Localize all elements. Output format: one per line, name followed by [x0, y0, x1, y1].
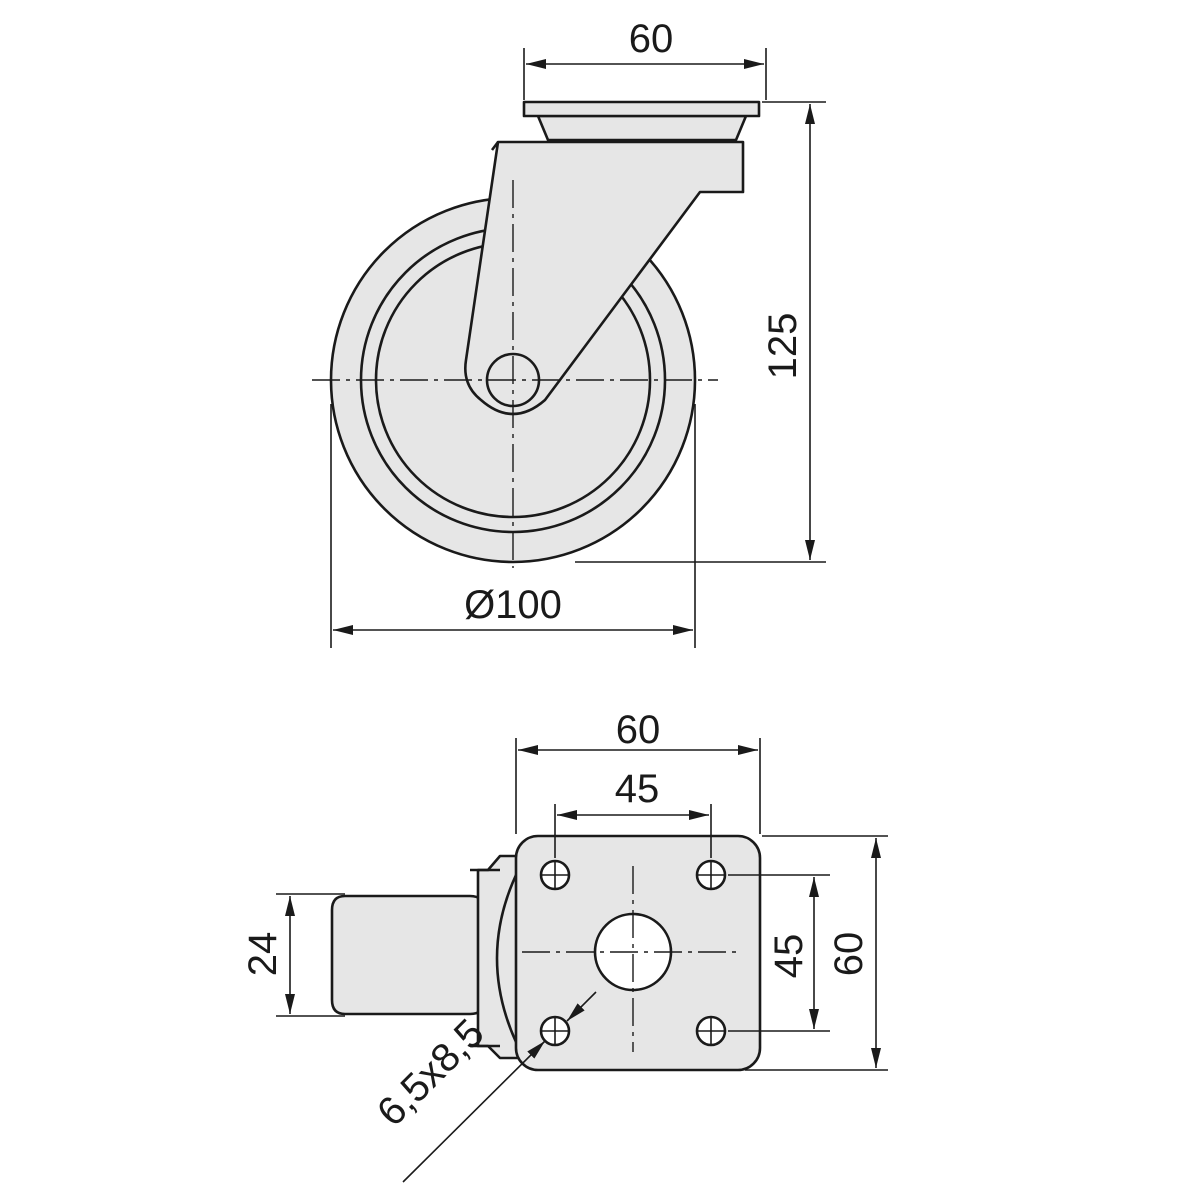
dimension-leader-hole-size-tail [566, 991, 597, 1022]
dimension-leader-hole-size [402, 1040, 546, 1183]
dimension-label-plate-width: 60 [616, 708, 661, 752]
wheel-top [330, 894, 488, 1016]
dimension-label-diameter: Ø100 [464, 583, 562, 627]
fork-curve [495, 874, 518, 1043]
screw-hole [695, 859, 727, 891]
fork-side [476, 854, 522, 1060]
screw-hole [539, 1015, 571, 1047]
dimension-label-hole-size: 6,5x8,5 [369, 1011, 493, 1135]
swivel-ring [536, 114, 748, 142]
side-view: 60 125 Ø100 [312, 17, 826, 648]
screw-hole [539, 859, 571, 891]
top-view: 60 45 45 60 24 6,5x8,5 [241, 708, 888, 1183]
dimension-label-hole-spacing-horizontal: 45 [615, 767, 660, 811]
top-plate [522, 100, 761, 118]
dimension-label-hole-spacing-vertical: 45 [767, 934, 811, 979]
dimension-label-height: 125 [761, 313, 805, 380]
screw-hole [695, 1015, 727, 1047]
dimension-label-top-width: 60 [629, 17, 674, 61]
dimension-label-wheel-width: 24 [241, 932, 285, 977]
fork-lip [490, 141, 500, 151]
dimension-label-plate-height: 60 [827, 932, 871, 977]
fork-bracket [464, 140, 745, 416]
